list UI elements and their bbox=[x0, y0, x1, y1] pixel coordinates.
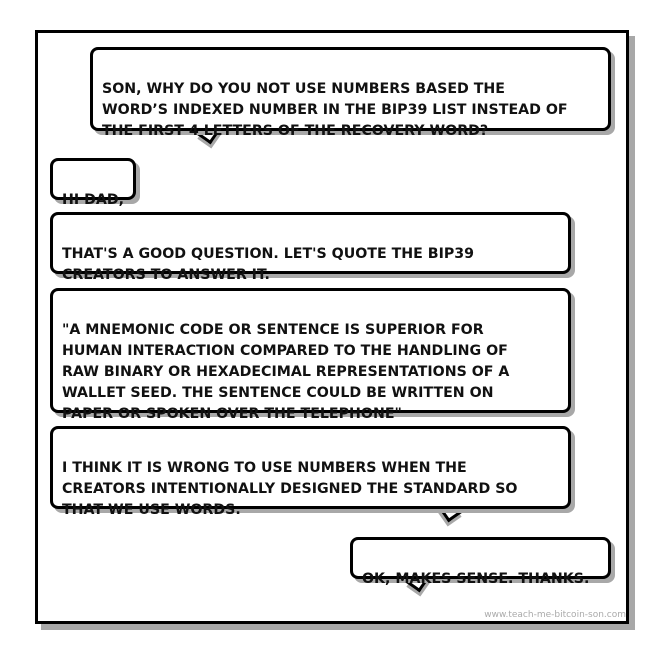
speech-bubble-quote: "A MNEMONIC CODE OR SENTENCE IS SUPERIOR… bbox=[50, 288, 571, 422]
bubble-text: I THINK IT IS WRONG TO USE NUMBERS WHEN … bbox=[62, 460, 518, 518]
speech-bubble-question: SON, WHY DO YOU NOT USE NUMBERS BASED TH… bbox=[90, 47, 611, 139]
bubble-text: OK, MAKES SENSE. THANKS. bbox=[362, 571, 590, 587]
bubble-text: "A MNEMONIC CODE OR SENTENCE IS SUPERIOR… bbox=[62, 322, 510, 422]
bubble-text: THAT'S A GOOD QUESTION. LET'S QUOTE THE … bbox=[62, 246, 474, 283]
speech-bubble-greeting: HI DAD, bbox=[50, 158, 136, 208]
bubble-text: HI DAD, bbox=[62, 192, 125, 208]
site-credit: www.teach-me-bitcoin-son.com bbox=[484, 610, 626, 620]
speech-bubble-reply: OK, MAKES SENSE. THANKS. bbox=[350, 537, 611, 587]
bubble-text: SON, WHY DO YOU NOT USE NUMBERS BASED TH… bbox=[102, 81, 568, 139]
speech-bubble-conclusion: I THINK IT IS WRONG TO USE NUMBERS WHEN … bbox=[50, 426, 571, 518]
speech-bubble-answer-intro: THAT'S A GOOD QUESTION. LET'S QUOTE THE … bbox=[50, 212, 571, 283]
